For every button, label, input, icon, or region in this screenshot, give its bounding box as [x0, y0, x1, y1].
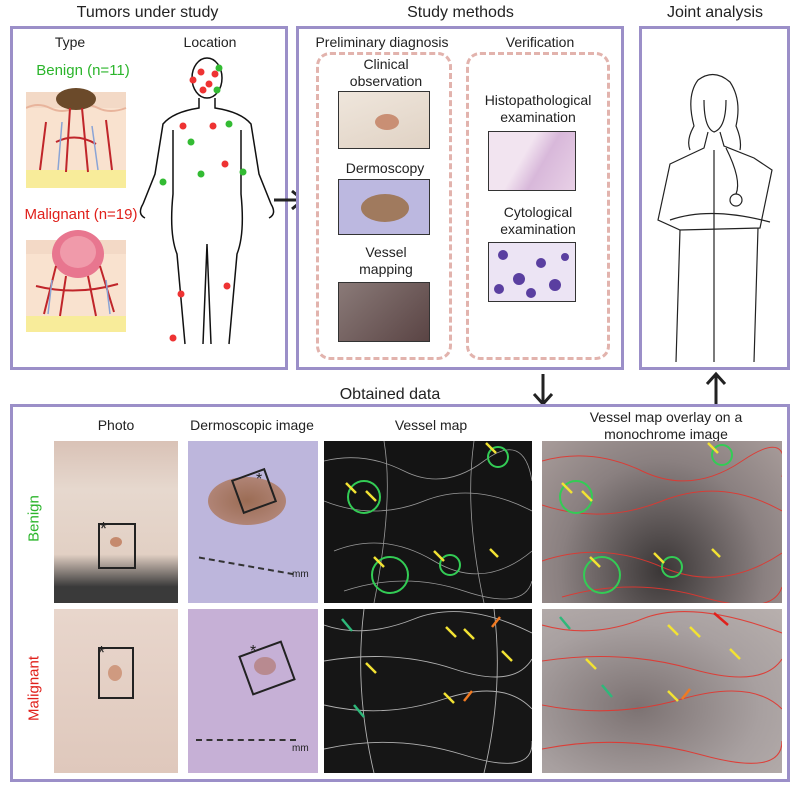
benign-vessel-map — [324, 441, 532, 603]
arrow-down-to-data — [531, 372, 555, 408]
preliminary-dashed-box — [316, 52, 452, 360]
row-benign-label: Benign — [25, 495, 43, 542]
dermoscopy-label: Dermoscopy — [345, 160, 425, 176]
malignant-skin-illustration — [26, 226, 128, 336]
malignant-overlay-image — [542, 609, 782, 773]
tumors-section-title: Tumors under study — [76, 4, 219, 21]
benign-dermo-mm: mm — [292, 569, 309, 580]
histopathology-photo — [488, 131, 576, 191]
vessel-mapping-photo — [338, 282, 430, 342]
methods-section-title: Study methods — [407, 4, 514, 21]
doctor-illustration — [650, 70, 780, 362]
type-label: Type — [54, 34, 86, 50]
benign-photo-asterisk: * — [100, 519, 108, 539]
col-photo-label: Photo — [97, 417, 135, 433]
malignant-dermo-asterisk: * — [250, 643, 257, 660]
preliminary-diagnosis-label: Preliminary diagnosis — [315, 34, 449, 50]
benign-skin-illustration — [26, 82, 128, 192]
dermoscopy-photo — [338, 179, 430, 235]
col-dermoscopic-label: Dermoscopic image — [190, 417, 314, 433]
benign-photo: * — [54, 441, 178, 603]
vessel-mapping-label: Vessel mapping — [359, 244, 413, 277]
malignant-photo-asterisk: * — [98, 643, 106, 663]
benign-type-label: Benign (n=11) — [36, 62, 130, 79]
clinical-photo — [338, 91, 430, 149]
malignant-vessel-map — [324, 609, 532, 773]
histopathology-label: Histopathological examination — [484, 92, 592, 125]
body-location-figure — [133, 54, 281, 354]
benign-dermoscopic-image: * mm — [188, 441, 318, 603]
row-malignant-label: Malignant — [25, 655, 43, 722]
col-overlay-label: Vessel map overlay on a monochrome image — [589, 409, 743, 442]
obtained-section-title: Obtained data — [339, 386, 441, 403]
col-vessel-map-label: Vessel map — [394, 417, 468, 433]
joint-section-title: Joint analysis — [666, 4, 764, 21]
benign-dermo-asterisk: * — [256, 471, 263, 488]
location-label: Location — [183, 34, 237, 50]
clinical-observation-label: Clinical observation — [349, 56, 423, 89]
verification-label: Verification — [505, 34, 575, 50]
benign-overlay-image — [542, 441, 782, 603]
cytology-photo — [488, 242, 576, 302]
verification-dashed-box — [466, 52, 610, 360]
malignant-photo: * — [54, 609, 178, 773]
cytology-label: Cytological examination — [500, 204, 576, 237]
malignant-type-label: Malignant (n=19) — [24, 206, 138, 223]
arrow-up-to-joint — [704, 370, 728, 406]
malignant-dermo-mm: mm — [292, 743, 309, 754]
malignant-dermoscopic-image: * mm — [188, 609, 318, 773]
